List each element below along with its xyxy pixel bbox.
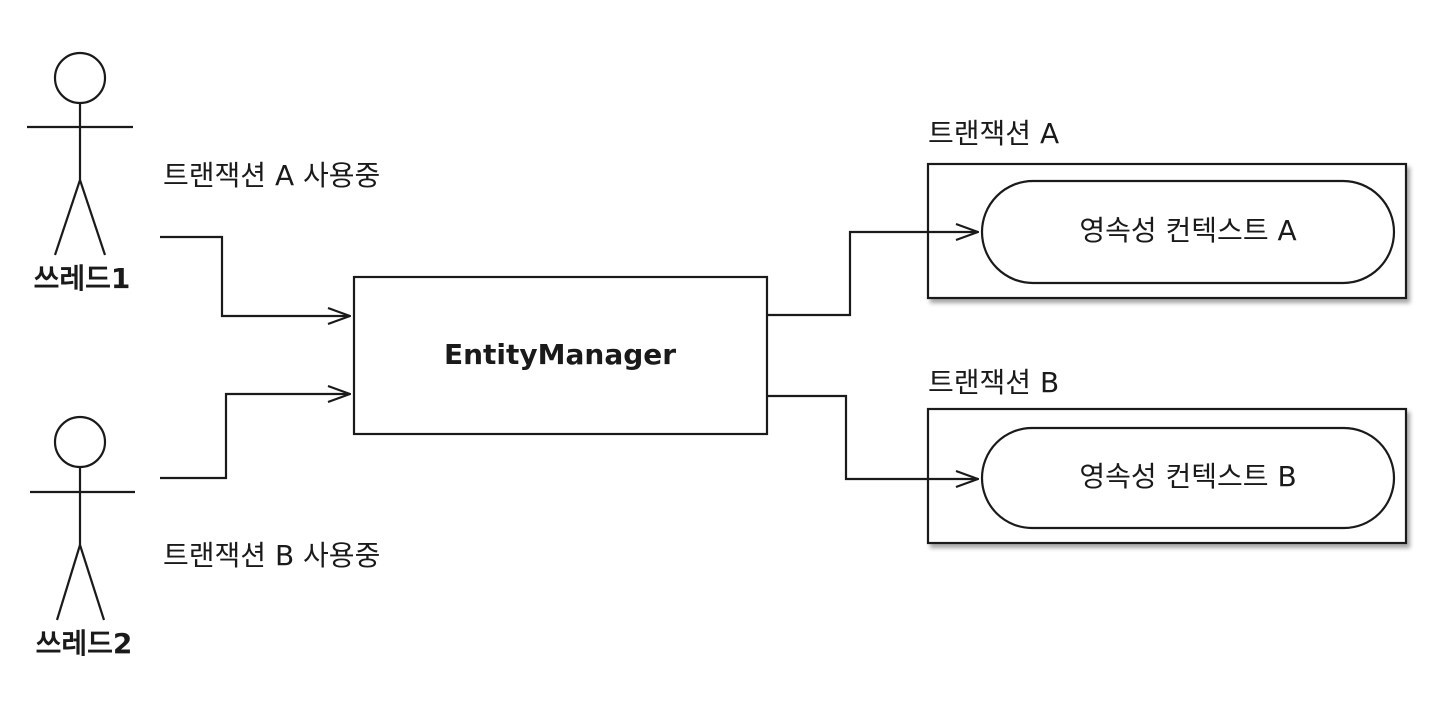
thread2-label: 쓰레드2 — [35, 627, 133, 660]
actor-thread2-left-leg — [55, 544, 82, 621]
persistence-context-b-label: 영속성 컨텍스트 B — [1079, 460, 1297, 493]
transaction-a-title: 트랜잭션 A — [928, 117, 1060, 150]
actor-thread2-figure — [30, 415, 135, 621]
persistence-context-b-pill — [980, 426, 1396, 530]
thread1-label: 쓰레드1 — [33, 262, 131, 295]
entity-manager-box — [352, 275, 769, 436]
arrow-entity-manager-to-context-b — [767, 394, 978, 479]
actor-thread1-figure — [27, 51, 133, 256]
entity-manager-label: EntityManager — [443, 338, 677, 371]
actor-thread1-left-leg — [53, 179, 82, 256]
arrow-thread2-to-entity-manager — [160, 394, 350, 480]
arrow-thread1-to-entity-manager — [160, 235, 350, 316]
actor-thread2-head — [53, 415, 107, 469]
actor-thread1-head — [53, 51, 107, 105]
actor-thread1-right-leg — [78, 179, 107, 256]
persistence-context-a-label: 영속성 컨텍스트 A — [1079, 214, 1297, 247]
thread1-usage-label: 트랜잭션 A 사용중 — [163, 159, 381, 192]
arrow-entity-manager-to-context-a — [767, 232, 978, 317]
thread2-usage-label: 트랜잭션 B 사용중 — [163, 539, 381, 572]
persistence-context-a-pill — [980, 179, 1396, 285]
transaction-b-title: 트랜잭션 B — [928, 366, 1060, 399]
actor-thread2-right-leg — [78, 544, 106, 621]
